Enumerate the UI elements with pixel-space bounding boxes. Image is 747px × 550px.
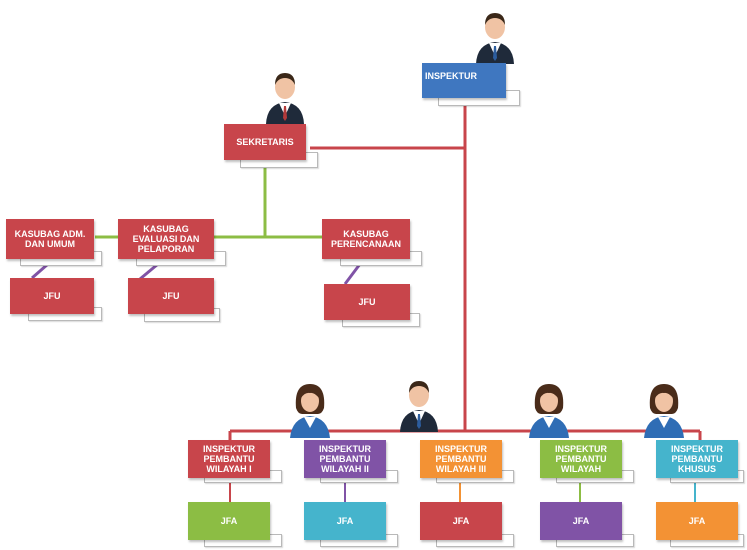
jfu-2-box: JFU — [128, 278, 214, 314]
jfa-3-box: JFA — [420, 502, 502, 540]
jfa-1-label: JFA — [220, 516, 238, 526]
kasubag-evaluasi-box: KASUBAG EVALUASI DAN PELAPORAN — [118, 219, 214, 259]
kasubag-adm-box: KASUBAG ADM. DAN UMUM — [6, 219, 94, 259]
jfu-2-label: JFU — [162, 291, 180, 301]
female-official-icon — [644, 384, 684, 438]
jfu-1-label: JFU — [43, 291, 61, 301]
kasubag-perencanaan-label: KASUBAG PERENCANAAN — [330, 229, 401, 249]
sekretaris-label: SEKRETARIS — [236, 137, 294, 147]
connector-kasubag3-jfu — [343, 263, 362, 285]
irban-1-box: INSPEKTUR PEMBANTU WILAYAH I — [188, 440, 270, 478]
jfa-2-label: JFA — [336, 516, 354, 526]
irban-2-box: INSPEKTUR PEMBANTU WILAYAH II — [304, 440, 386, 478]
male-official-icon — [400, 381, 438, 432]
jfa-2-box: JFA — [304, 502, 386, 540]
jfa-4-box: JFA — [540, 502, 622, 540]
jfu-3-box: JFU — [324, 284, 410, 320]
jfu-3-label: JFU — [358, 297, 376, 307]
jfa-5-label: JFA — [688, 516, 706, 526]
jfu-1-box: JFU — [10, 278, 94, 314]
irban-5-label: INSPEKTUR PEMBANTU KHUSUS — [670, 444, 723, 474]
irban-4-label: INSPEKTUR PEMBANTU WILAYAH — [554, 444, 607, 474]
irban-4-box: INSPEKTUR PEMBANTU WILAYAH — [540, 440, 622, 478]
inspektur-box: INSPEKTUR — [422, 63, 506, 98]
inspektur-label: INSPEKTUR — [425, 71, 478, 81]
connector-kasubag2-jfu — [139, 262, 159, 281]
kasubag-perencanaan-box: KASUBAG PERENCANAAN — [322, 219, 410, 259]
irban-1-label: INSPEKTUR PEMBANTU WILAYAH I — [202, 444, 255, 474]
connector-kasubag1-jfu — [31, 262, 49, 280]
kasubag-evaluasi-label: KASUBAG EVALUASI DAN PELAPORAN — [132, 224, 200, 254]
jfa-5-box: JFA — [656, 502, 738, 540]
irban-3-box: INSPEKTUR PEMBANTU WILAYAH III — [420, 440, 502, 478]
jfa-1-box: JFA — [188, 502, 270, 540]
kasubag-adm-label: KASUBAG ADM. DAN UMUM — [14, 229, 86, 249]
male-official-icon — [476, 13, 514, 64]
irban-2-label: INSPEKTUR PEMBANTU WILAYAH II — [318, 444, 371, 474]
sekretaris-box: SEKRETARIS — [224, 124, 306, 160]
jfa-4-label: JFA — [572, 516, 590, 526]
male-official-icon — [266, 73, 304, 124]
female-official-icon — [290, 384, 330, 438]
irban-3-label: INSPEKTUR PEMBANTU WILAYAH III — [434, 444, 487, 474]
irban-5-box: INSPEKTUR PEMBANTU KHUSUS — [656, 440, 738, 478]
female-official-icon — [529, 384, 569, 438]
jfa-3-label: JFA — [452, 516, 470, 526]
